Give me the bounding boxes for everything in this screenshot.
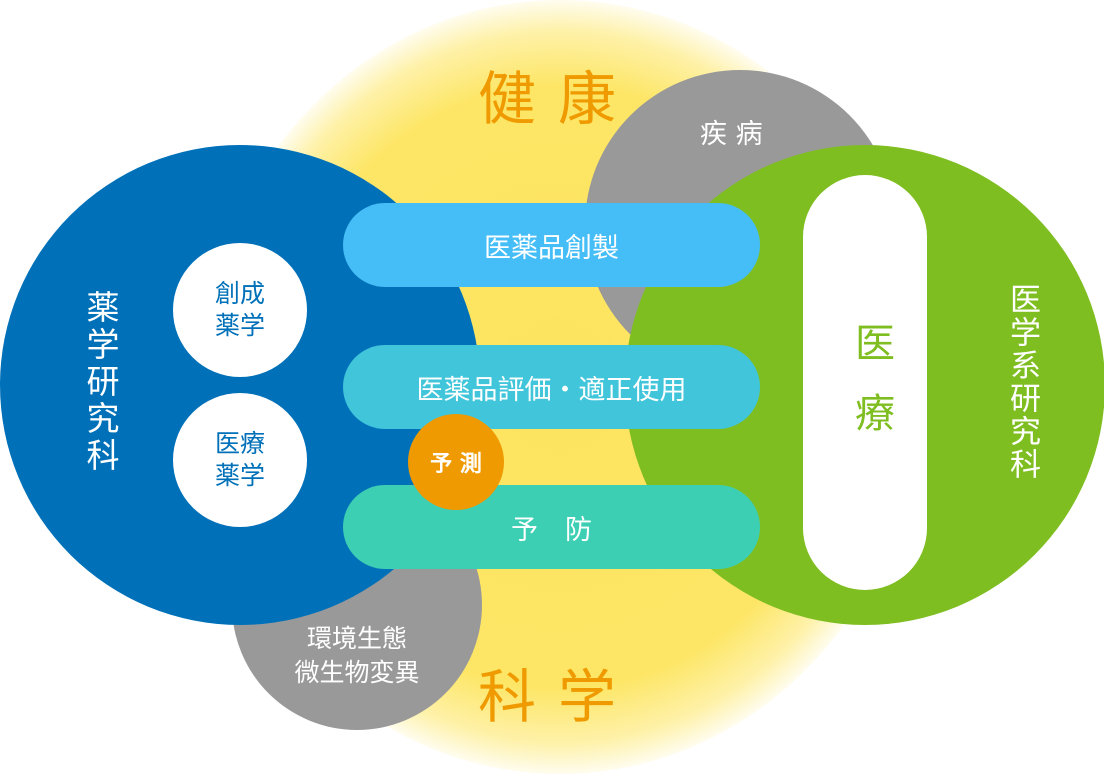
creative-pharmacy: 創成 薬学 [173,243,307,377]
prevention-pill: 予 防 [343,485,760,569]
medicine-title: 医学系研究科 [1004,283,1040,481]
disease-label: 疾 病 [700,119,763,150]
drug-discovery-pill: 医薬品創製 [343,203,760,287]
drug-evaluation-pill: 医薬品評価・適正使用 [343,345,760,429]
clinical-pharmacy: 医療 薬学 [173,393,307,527]
health-label: 健康 [478,65,639,133]
medical-care-pill [803,175,927,590]
environment-label: 環境生態 微生物変異 [294,624,420,687]
medical-care-label: 医療 [848,322,894,462]
prediction-badge: 予 測 [408,414,504,510]
science-label: 科学 [478,663,639,731]
pharmacy-title: 薬学研究科 [81,290,120,475]
